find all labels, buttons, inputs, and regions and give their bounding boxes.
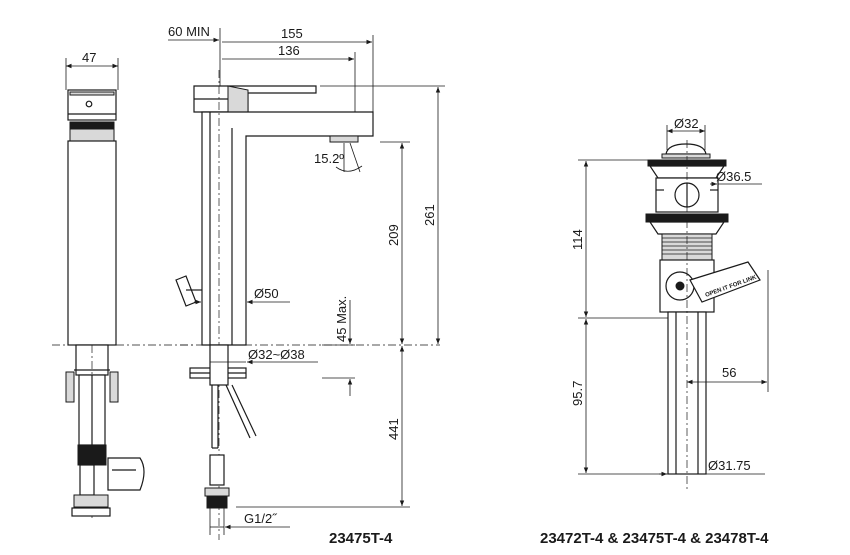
- dim-side-width: 47: [82, 50, 96, 65]
- caption-faucet-model: 23475T-4: [329, 530, 393, 547]
- faucet-front-view: [168, 28, 445, 540]
- caption-drain-models: 23472T-4 & 23475T-4 & 23478T-4: [540, 530, 769, 547]
- dim-tail-dia: Ø31.75: [708, 458, 751, 473]
- dim-deck-max: 45 Max.: [334, 296, 349, 342]
- dim-lever-reach: 56: [722, 365, 736, 380]
- dim-drain-height: 114: [570, 229, 585, 250]
- dim-body-dia: Ø50: [254, 286, 279, 301]
- dim-inlet-thread: G1/2˝: [244, 511, 278, 526]
- dim-knob-dia: Ø32: [674, 116, 699, 131]
- dim-height-total: 261: [422, 204, 437, 226]
- faucet-side-view: [52, 58, 196, 520]
- dim-reach-spout: 136: [278, 43, 300, 58]
- dim-spout-angle: 15.2º: [314, 151, 344, 166]
- dim-hose-length: 441: [386, 418, 401, 440]
- dim-min-clearance: 60 MIN: [168, 24, 210, 39]
- dim-hole-dia: Ø32~Ø38: [248, 347, 305, 362]
- dim-flange-dia: Ø36.5: [716, 169, 751, 184]
- thread-lines: [662, 237, 712, 255]
- dim-tail-length: 95.7: [570, 381, 585, 406]
- drain-assembly-view: OPEN IT FOR LINK: [578, 125, 769, 490]
- dim-height-spout: 209: [386, 224, 401, 246]
- dim-reach-total: 155: [281, 26, 303, 41]
